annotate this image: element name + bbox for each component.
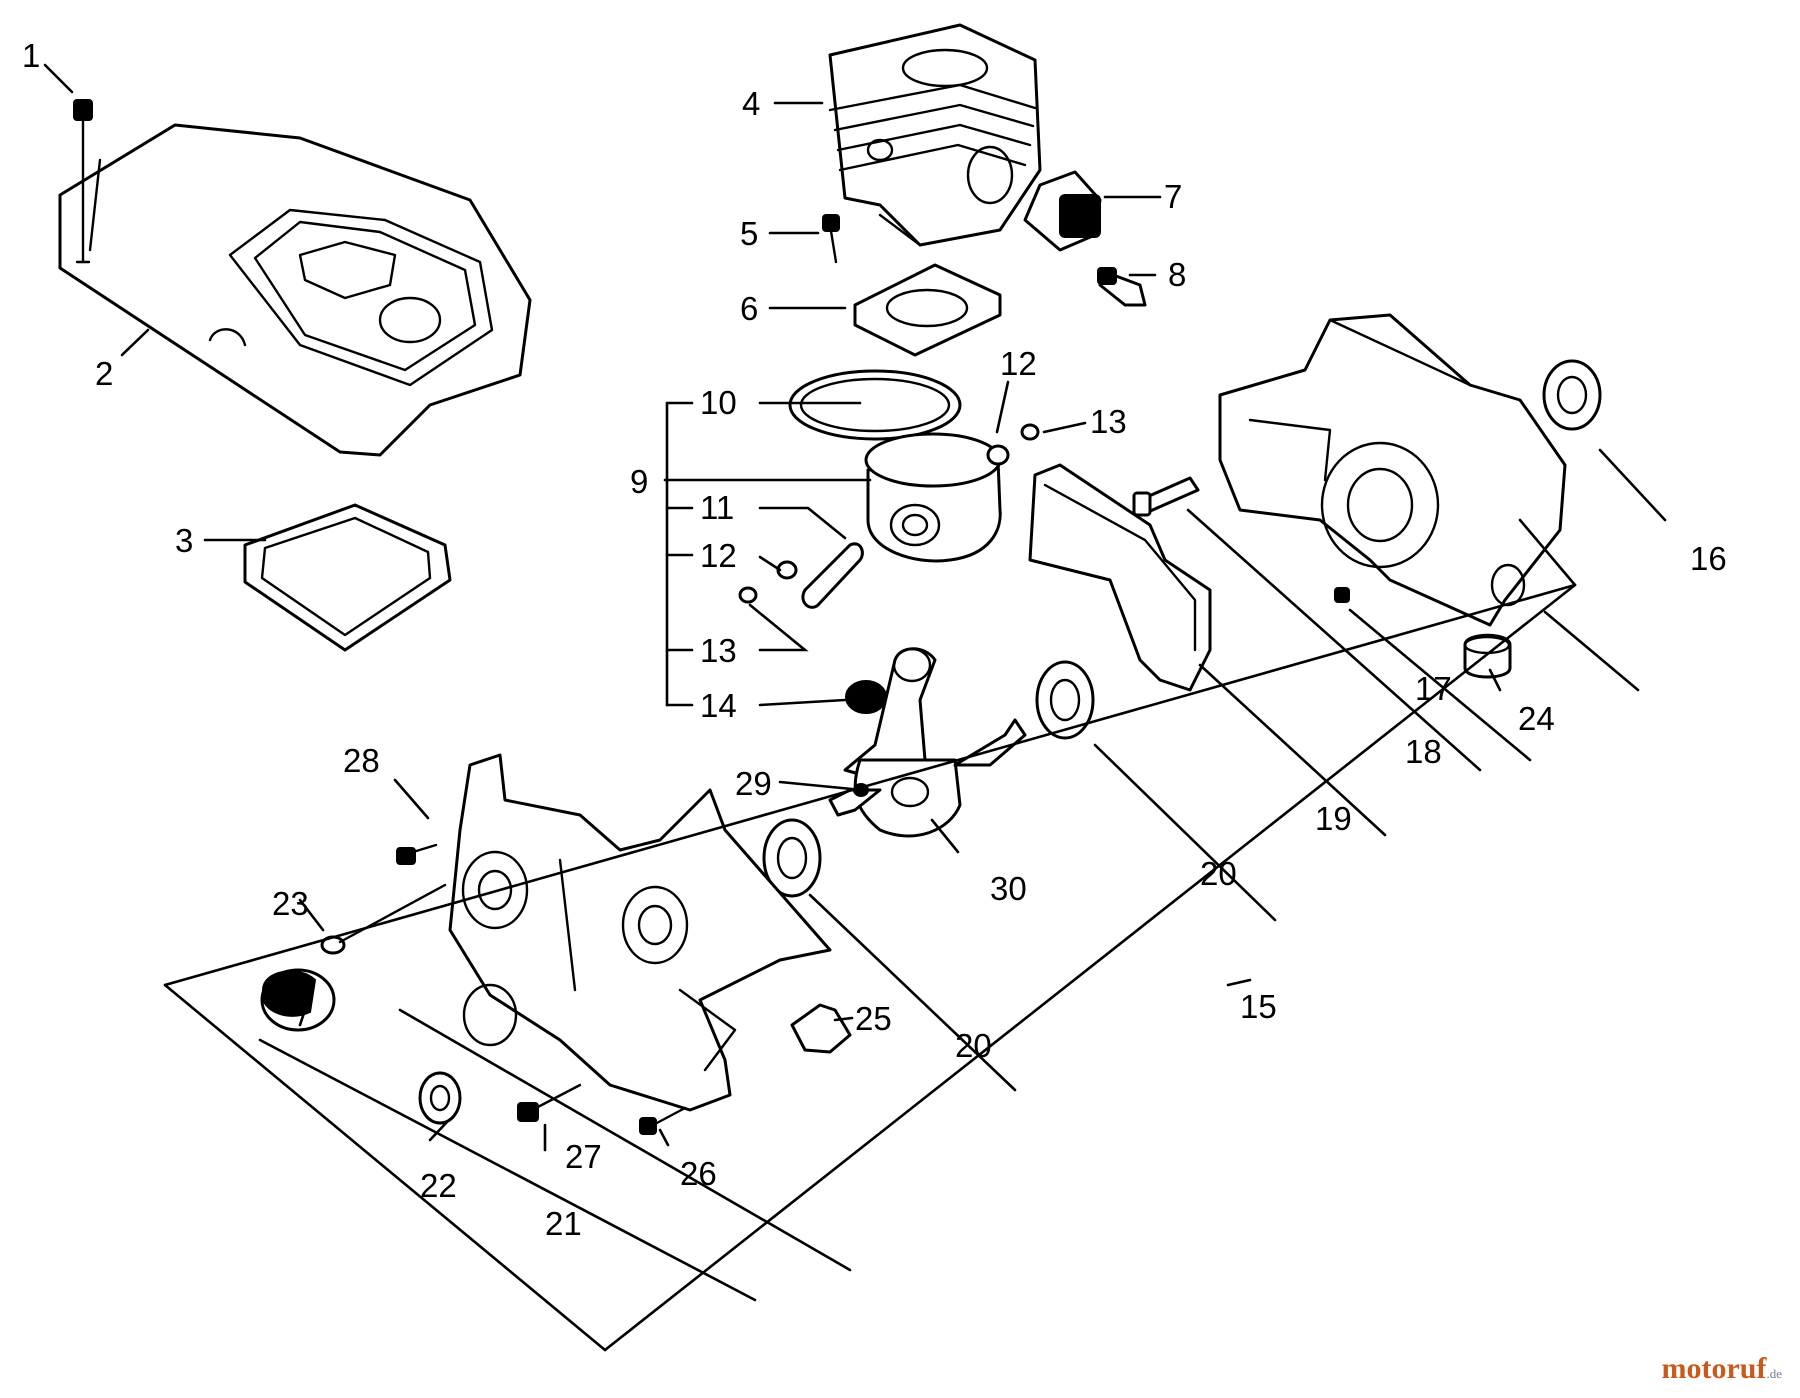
cap-part-22 (260, 968, 336, 1032)
screw-part-1 (73, 99, 93, 264)
valve-part-7 (1023, 170, 1102, 252)
crankshaft-part-30 (828, 647, 1027, 838)
watermark: motoruf.de (1661, 1352, 1782, 1386)
needle-bearing-part-14 (845, 680, 887, 714)
piston-ring-part-10 (788, 369, 962, 441)
callout-19: 19 (1315, 800, 1352, 837)
callout-15: 15 (1240, 988, 1277, 1025)
piston-pin-part-11 (801, 542, 864, 609)
pin-part-17 (1334, 587, 1350, 603)
callout-12a: 12 (700, 537, 737, 574)
callout-30: 30 (990, 870, 1027, 907)
callout-12b: 12 (1000, 345, 1037, 382)
callout-2: 2 (95, 355, 113, 392)
callout-1: 1 (22, 37, 40, 74)
callout-21: 21 (545, 1205, 582, 1242)
callout-20b: 20 (955, 1027, 992, 1064)
bolt-part-5 (822, 214, 840, 264)
callout-24: 24 (1518, 700, 1555, 737)
callout-23: 23 (272, 885, 309, 922)
callout-17: 17 (1415, 670, 1452, 707)
callout-18: 18 (1405, 733, 1442, 770)
callout-13b: 13 (1090, 403, 1127, 440)
callout-13a: 13 (700, 632, 737, 669)
callout-8: 8 (1168, 256, 1186, 293)
top-cover (58, 123, 532, 457)
callout-4: 4 (742, 85, 760, 122)
callout-3: 3 (175, 522, 193, 559)
callout-25: 25 (855, 1000, 892, 1037)
screw-part-18 (1132, 476, 1200, 517)
callout-26: 26 (680, 1155, 717, 1192)
watermark-tld: .de (1766, 1366, 1782, 1381)
base-gasket-part-6 (853, 263, 1002, 357)
crankcase-gasket-part-19 (1028, 463, 1212, 692)
piston-part-9 (864, 432, 1002, 563)
callout-16: 16 (1690, 540, 1727, 577)
callout-6: 6 (740, 290, 758, 327)
callout-29: 29 (735, 765, 772, 802)
callout-7: 7 (1164, 178, 1182, 215)
bolt-part-27 (517, 1083, 582, 1122)
callout-20a: 20 (1200, 855, 1237, 892)
clip-part-25 (790, 1003, 852, 1054)
cylinder-part-4 (828, 23, 1042, 247)
seal-part-21 (418, 1071, 462, 1125)
callout-14: 14 (700, 687, 737, 724)
seal-part-16 (1542, 359, 1602, 431)
callout-28: 28 (343, 742, 380, 779)
washer-part-23 (320, 883, 447, 955)
crankcase-left-half (448, 753, 832, 1112)
spark-plug-part-8 (1097, 267, 1147, 307)
callout-9: 9 (630, 463, 648, 500)
callout-5: 5 (740, 215, 758, 252)
screw-part-28 (396, 843, 438, 865)
leader-lines (43, 63, 1667, 1352)
watermark-main: motoruf (1661, 1352, 1767, 1385)
callout-11: 11 (700, 489, 734, 526)
gasket-part-3 (243, 503, 452, 652)
crankcase-right-half (1218, 313, 1567, 627)
callout-labels: 1 2 3 4 5 6 7 8 9 10 11 12 12 13 13 14 1… (22, 37, 1727, 1242)
callout-27: 27 (565, 1138, 602, 1175)
callout-10: 10 (700, 384, 737, 421)
circlip-part-13 (738, 423, 1040, 604)
bolt-part-26 (639, 1106, 687, 1135)
callout-22: 22 (420, 1167, 457, 1204)
bearing-part-20 (762, 660, 1095, 898)
